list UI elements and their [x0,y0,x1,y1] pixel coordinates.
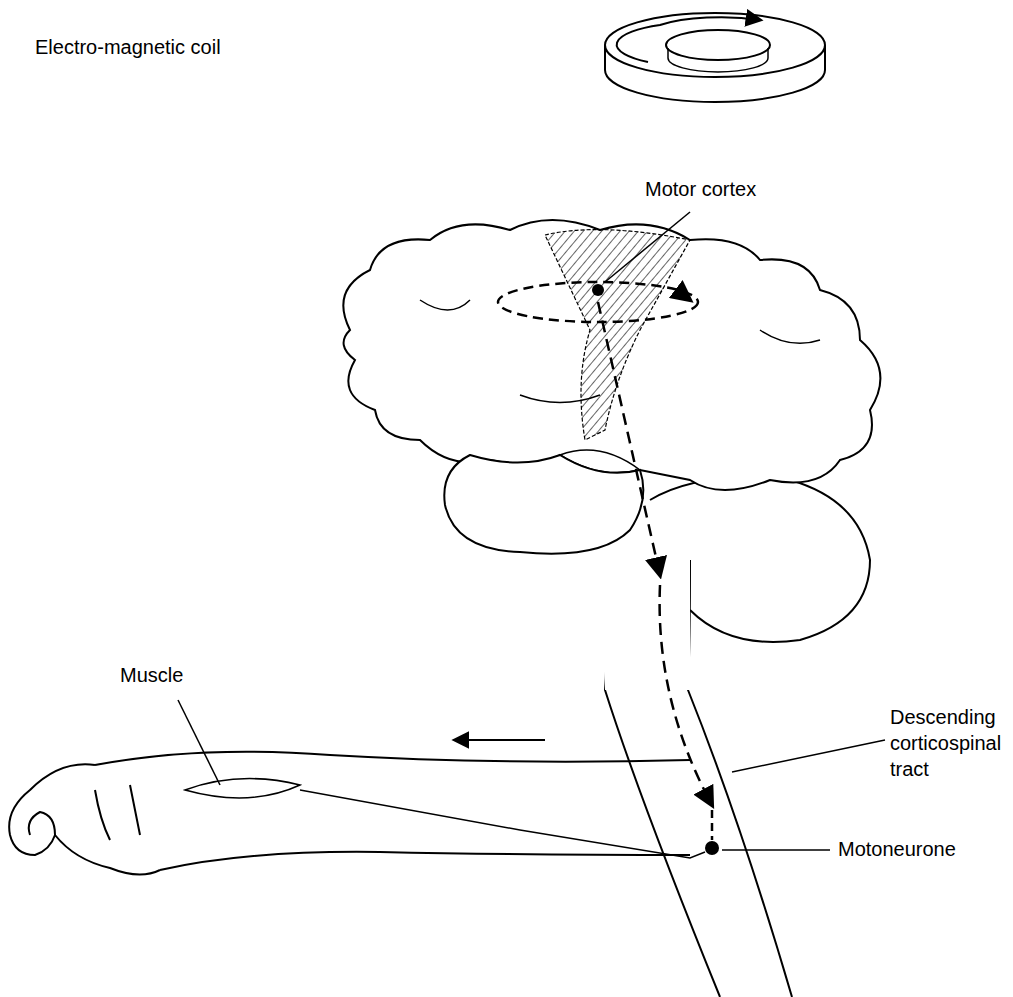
part-label: Motor cortex [645,176,845,202]
part-label: Electro-magnetic coil [35,34,325,60]
pathway [498,282,719,855]
brain [343,220,880,997]
part-label: Descending corticospinal tract [890,704,1008,782]
coil [605,13,825,102]
arm [9,740,705,875]
part-label: Motoneurone [838,836,998,862]
part-label: Muscle [120,662,240,688]
leader-lines [178,212,885,850]
